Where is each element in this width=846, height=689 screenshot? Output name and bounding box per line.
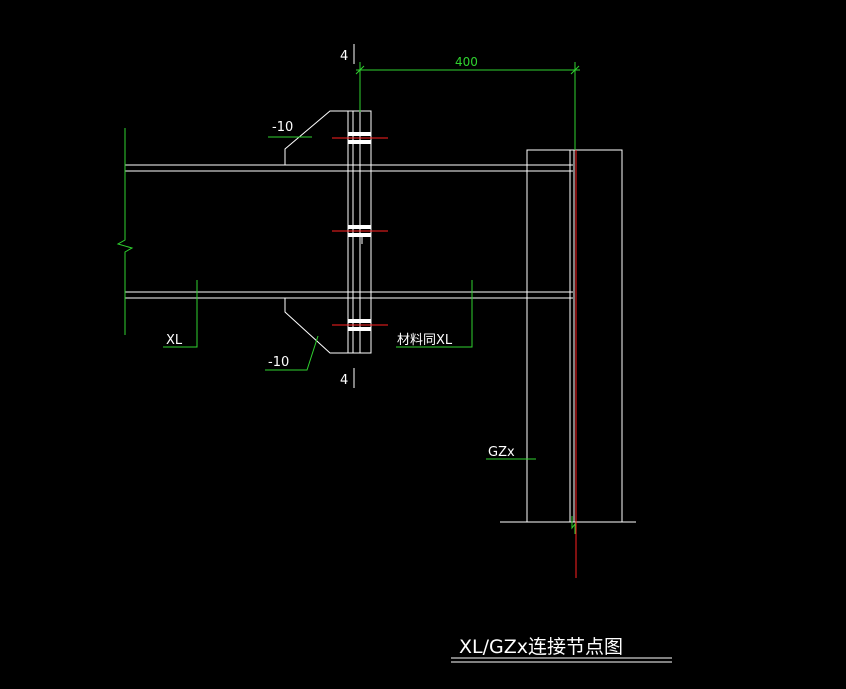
bolt-bottom	[332, 319, 388, 331]
stiffener-top	[284, 110, 348, 165]
column-break-mark	[571, 516, 576, 534]
leader-gzx: GZx	[486, 445, 536, 460]
beam-break-line	[116, 128, 134, 335]
section-mark: 4 4	[340, 44, 355, 388]
beam-xl	[116, 128, 573, 335]
beam-label: XL	[166, 333, 183, 348]
column-gzx	[500, 149, 636, 578]
dimension-text: 400	[455, 55, 478, 69]
column-label: GZx	[488, 445, 515, 460]
leader-plate-bottom: -10	[265, 335, 319, 371]
leader-plate-top: -10	[268, 120, 312, 138]
bolt-middle	[332, 225, 388, 244]
same-material-label: 材料同XL	[397, 333, 453, 348]
end-plate	[284, 110, 372, 354]
leader-same-material: 材料同XL	[396, 280, 473, 348]
plate-top-label: -10	[272, 120, 293, 135]
section-label-bottom: 4	[340, 373, 348, 388]
dimension-400: 400	[355, 55, 580, 150]
bolt-top	[332, 132, 388, 144]
plate-bottom-label: -10	[268, 355, 289, 370]
title-text: XL/GZx连接节点图	[459, 636, 623, 658]
bolts	[332, 132, 388, 331]
section-label-top: 4	[340, 49, 348, 64]
stiffener-bottom	[284, 298, 348, 354]
leader-xl: XL	[163, 280, 198, 348]
drawing-title: XL/GZx连接节点图	[451, 636, 672, 663]
